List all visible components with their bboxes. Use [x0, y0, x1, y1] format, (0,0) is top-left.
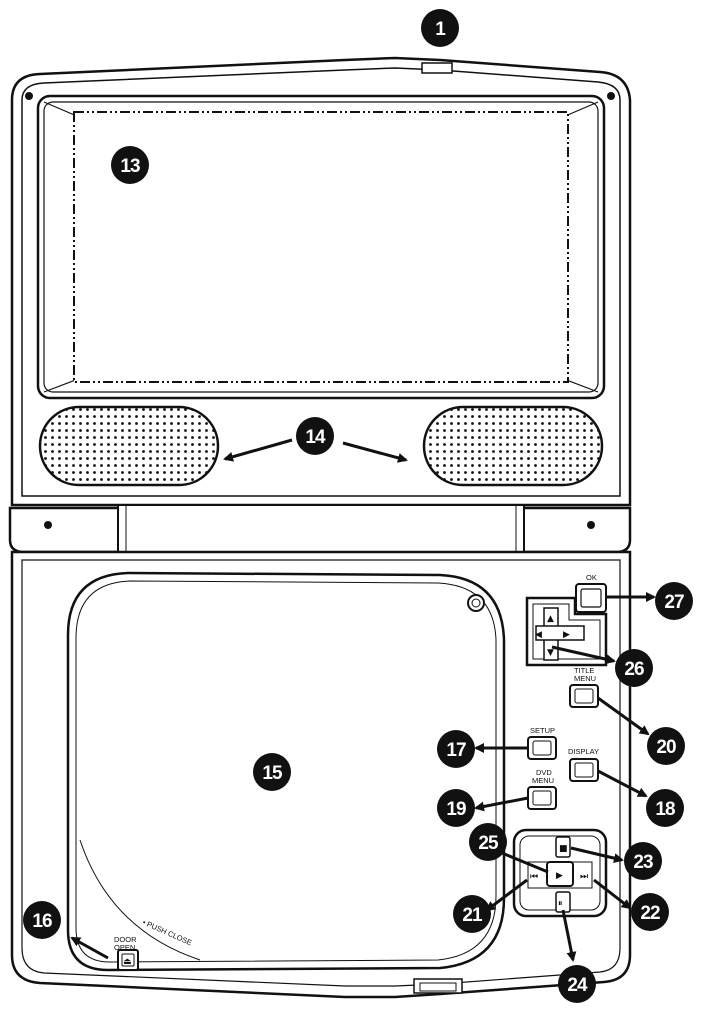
callout-26: 26 [615, 649, 653, 687]
callout-20: 20 [647, 727, 685, 765]
previous-icon[interactable]: ⏮ [530, 872, 538, 882]
ok-label: OK [586, 573, 597, 582]
title-menu-button[interactable] [569, 684, 599, 708]
nav-right-icon[interactable]: ▶ [563, 630, 570, 640]
display-area [73, 111, 569, 383]
lid-latch[interactable] [421, 62, 453, 74]
title-menu-label-line2: MENU [574, 674, 596, 683]
door-open-label-line2: OPEN [114, 943, 135, 952]
callout-25: 25 [469, 823, 507, 861]
dvd-menu-label-line1: DVD [536, 768, 552, 777]
svg-text:18: 18 [655, 799, 675, 820]
svg-text:14: 14 [305, 427, 326, 448]
door-open-label-line1: DOOR [114, 935, 137, 944]
svg-text:15: 15 [262, 763, 283, 784]
svg-text:26: 26 [624, 659, 644, 680]
svg-text:13: 13 [120, 156, 140, 177]
callout-22: 22 [631, 893, 669, 931]
display-button[interactable] [569, 758, 599, 782]
callout-27: 27 [655, 582, 693, 620]
svg-text:22: 22 [640, 903, 660, 924]
svg-text:25: 25 [478, 833, 499, 854]
setup-button[interactable] [527, 736, 557, 760]
svg-text:20: 20 [656, 737, 676, 758]
svg-text:23: 23 [633, 852, 653, 873]
svg-text:17: 17 [446, 740, 466, 761]
callout-1: 1 [421, 9, 459, 47]
eject-icon: ⏏ [123, 957, 132, 967]
play-button[interactable]: ▶ [546, 861, 574, 887]
next-icon[interactable]: ⏭ [580, 872, 588, 882]
nav-left-icon[interactable]: ◀ [535, 630, 542, 640]
svg-text:16: 16 [32, 911, 52, 932]
navigation-pad[interactable]: ▲ ▼ ◀ ▶ [525, 596, 608, 667]
leader-lines [70, 438, 656, 962]
callout-21: 21 [453, 895, 491, 933]
pause-button[interactable]: ⏸ [555, 891, 571, 913]
sensor-hole [467, 594, 485, 612]
door-open-button[interactable]: ⏏ [117, 949, 139, 971]
dvd-menu-label-line2: MENU [532, 776, 554, 785]
svg-text:19: 19 [446, 799, 466, 820]
pause-icon: ⏸ [558, 899, 563, 909]
speaker-right [422, 405, 604, 487]
lcd-screen [36, 94, 606, 400]
screw-hole-top-left [25, 92, 33, 100]
callout-19: 19 [437, 789, 475, 827]
callout-24: 24 [558, 965, 596, 1003]
nav-up-icon[interactable]: ▲ [547, 614, 554, 624]
svg-text:1: 1 [435, 19, 446, 40]
stop-icon: ■ [559, 844, 568, 854]
callout-13: 13 [111, 146, 149, 184]
ok-button[interactable] [575, 583, 607, 613]
nav-down-icon[interactable]: ▼ [547, 648, 554, 658]
svg-text:27: 27 [664, 592, 684, 613]
display-label: DISPLAY [568, 747, 599, 756]
setup-label: SETUP [530, 726, 555, 735]
title-menu-label-line1: TITLE [574, 666, 594, 675]
svg-text:21: 21 [462, 905, 483, 926]
svg-text:24: 24 [567, 975, 588, 996]
callout-15: 15 [253, 753, 291, 791]
play-icon: ▶ [556, 871, 563, 881]
speaker-left [38, 405, 220, 487]
dvd-menu-button[interactable] [527, 786, 557, 810]
callout-14: 14 [296, 417, 334, 455]
hinge-screw-right [587, 521, 595, 529]
callout-23: 23 [624, 842, 662, 880]
screw-hole-top-right [607, 92, 615, 100]
stop-button[interactable]: ■ [555, 836, 571, 858]
callout-17: 17 [437, 730, 475, 768]
hinge-screw-left [44, 521, 52, 529]
callout-16: 16 [23, 901, 61, 939]
hinge [8, 504, 632, 554]
callout-18: 18 [646, 789, 684, 827]
